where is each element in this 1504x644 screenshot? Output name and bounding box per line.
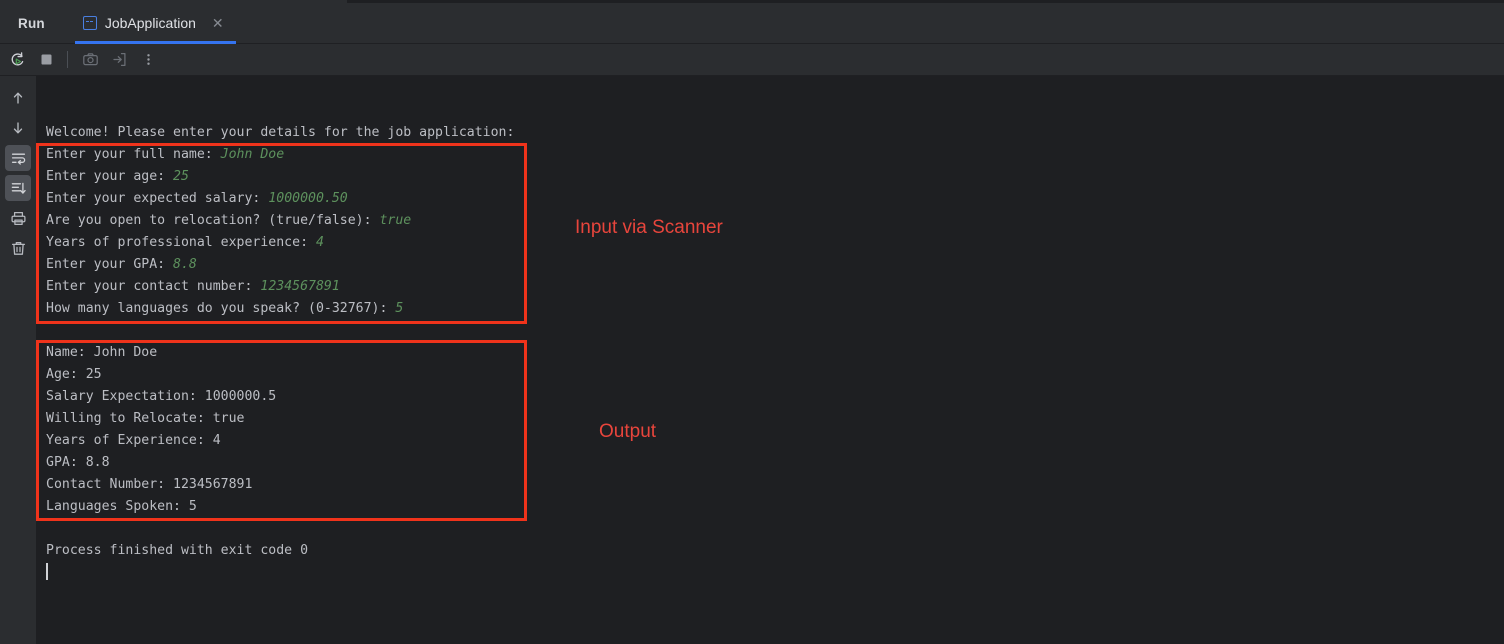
console-output-line-7: Contact Number: 1234567891 [46,477,253,492]
console-prompt-line-1: Enter your full name: John Doe [46,144,284,166]
prompt-text: Enter your GPA: [46,257,174,272]
more-options-button[interactable] [135,47,161,73]
console-output-line-8: Languages Spoken: 5 [46,499,197,514]
user-input-value: 4 [315,235,324,250]
tab-label: JobApplication [104,15,196,31]
user-input-value: 1234567891 [260,279,340,294]
camera-icon [82,53,98,66]
user-input-value: John Doe [220,147,285,162]
rerun-button[interactable] [4,47,30,73]
prompt-text: Enter your expected salary: [46,191,269,206]
run-tool-window-label[interactable]: Run [18,15,45,31]
arrow-up-icon [13,92,23,104]
arrow-down-icon [13,122,23,134]
run-window-header: Run JobApplication ✕ [0,3,1504,44]
console-output-line-4: Willing to Relocate: true [46,411,245,426]
console-prompt-line-5: Years of professional experience: 4 [46,232,324,254]
printer-icon [10,211,26,225]
print-button[interactable] [5,205,31,231]
soft-wrap-icon [11,153,25,165]
rerun-icon [11,52,23,66]
console-tab-icon [82,16,97,30]
screenshot-button[interactable] [77,47,103,73]
soft-wrap-button[interactable] [5,145,31,171]
prompt-text: How many languages do you speak? (0-3276… [46,301,396,316]
prompt-text: Years of professional experience: [46,235,316,250]
close-icon[interactable]: ✕ [211,15,224,31]
prompt-text: Are you open to relocation? (true/false)… [46,213,380,228]
console-welcome-line: Welcome! Please enter your details for t… [46,125,515,140]
attach-console-button[interactable] [106,47,132,73]
toolbar-separator [67,51,68,68]
console-gutter-toolbar [0,76,36,644]
console-prompt-line-7: Enter your contact number: 1234567891 [46,276,340,298]
tab-jobapplication[interactable]: JobApplication ✕ [74,3,236,44]
prompt-text: Enter your age: [46,169,174,184]
console-output-area[interactable]: Welcome! Please enter your details for t… [36,76,1504,644]
console-prompt-line-2: Enter your age: 25 [46,166,189,188]
user-input-value: 25 [173,169,189,184]
window-top-strip-highlight [0,0,347,3]
run-toolbar [0,44,1504,76]
console-output-line-5: Years of Experience: 4 [46,433,221,448]
console-output-line-1: Name: John Doe [46,345,158,360]
user-input-value: 1000000.50 [268,191,348,206]
console-exit-line: Process finished with exit code 0 [46,543,309,558]
user-input-value: 8.8 [173,257,197,272]
user-input-value: true [379,213,412,228]
vertical-dots-icon [146,54,150,65]
clear-all-button[interactable] [5,235,31,261]
prompt-text: Enter your contact number: [46,279,261,294]
next-occurrence-button[interactable] [5,115,31,141]
export-arrow-icon [112,52,126,67]
stop-icon [41,54,51,65]
previous-occurrence-button[interactable] [5,85,31,111]
trash-icon [11,241,25,255]
scroll-to-end-button[interactable] [5,175,31,201]
console-output-line-6: GPA: 8.8 [46,455,110,470]
console-output-line-3: Salary Expectation: 1000000.5 [46,389,277,404]
scroll-to-end-icon [11,182,26,194]
console-prompt-line-8: How many languages do you speak? (0-3276… [46,298,403,320]
window-top-strip [0,0,1504,3]
console-output-line-2: Age: 25 [46,367,102,382]
console-prompt-line-3: Enter your expected salary: 1000000.50 [46,188,348,210]
stop-button[interactable] [33,47,59,73]
console-caret [46,563,48,580]
console-prompt-line-6: Enter your GPA: 8.8 [46,254,197,276]
user-input-value: 5 [395,301,404,316]
prompt-text: Enter your full name: [46,147,221,162]
input-annotation-label: Input via Scanner [575,217,723,238]
output-annotation-label: Output [599,421,657,442]
console-prompt-line-4: Are you open to relocation? (true/false)… [46,210,411,232]
tab-active-indicator [74,40,236,44]
